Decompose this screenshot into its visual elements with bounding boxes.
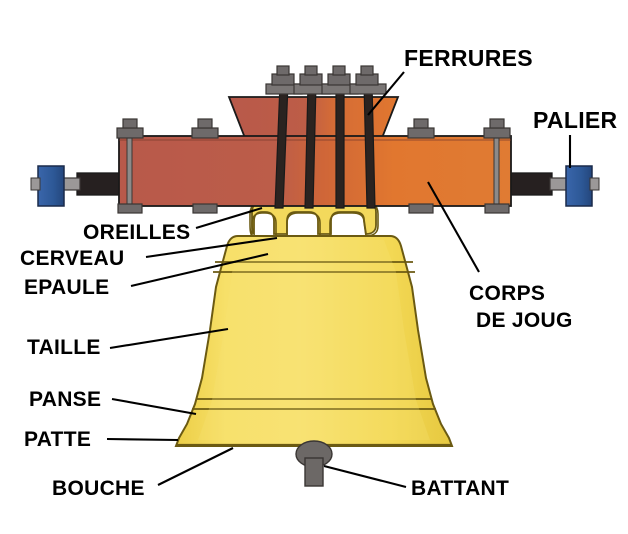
label-corps-de-joug-line2: DE JOUG [476, 309, 573, 332]
label-ferrures: FERRURES [404, 45, 533, 71]
side-bolt-right-outer [483, 118, 511, 214]
label-epaule: EPAULE [24, 276, 110, 299]
leader-cerveau [145, 236, 278, 259]
leader-epaule [130, 252, 269, 288]
leader-ferrures [367, 71, 405, 116]
label-taille: TAILLE [27, 336, 101, 359]
bell-group [174, 198, 454, 487]
label-bouche: BOUCHE [52, 477, 145, 500]
label-oreilles: OREILLES [83, 221, 191, 244]
clapper-group [295, 440, 333, 487]
side-bolt-left-inner [191, 118, 219, 214]
label-corps-de-joug-line1: CORPS [469, 282, 546, 305]
leader-oreilles [195, 206, 263, 230]
leader-lines-group [106, 71, 572, 489]
label-palier: PALIER [533, 107, 618, 133]
leader-taille [109, 327, 229, 350]
label-battant: BATTANT [411, 477, 510, 500]
label-panse: PANSE [29, 388, 102, 411]
bell-highlight [198, 240, 430, 440]
leader-battant [323, 464, 407, 489]
left-bearing-cap [30, 177, 41, 191]
label-cerveau: CERVEAU [20, 247, 125, 270]
left-bearing [37, 165, 65, 207]
side-bolt-left-outer [116, 118, 144, 214]
crown-ears-group [249, 198, 379, 239]
leader-patte [106, 437, 179, 442]
headstock-group [30, 65, 600, 214]
right-bearing-cap [589, 177, 600, 191]
clapper-stem [304, 457, 324, 487]
leader-panse [111, 397, 197, 416]
label-patte: PATTE [24, 428, 92, 451]
side-bolt-right-inner [407, 118, 435, 214]
ferrures-bolt-heads-group [265, 65, 387, 95]
ferrure-rod-3 [335, 83, 345, 209]
leader-corps-de-joug [427, 181, 480, 273]
right-bearing [565, 165, 593, 207]
leader-bouche [157, 447, 234, 486]
ferrure-bolt-head-4 [349, 65, 387, 95]
crown-ear-outline [249, 198, 379, 239]
